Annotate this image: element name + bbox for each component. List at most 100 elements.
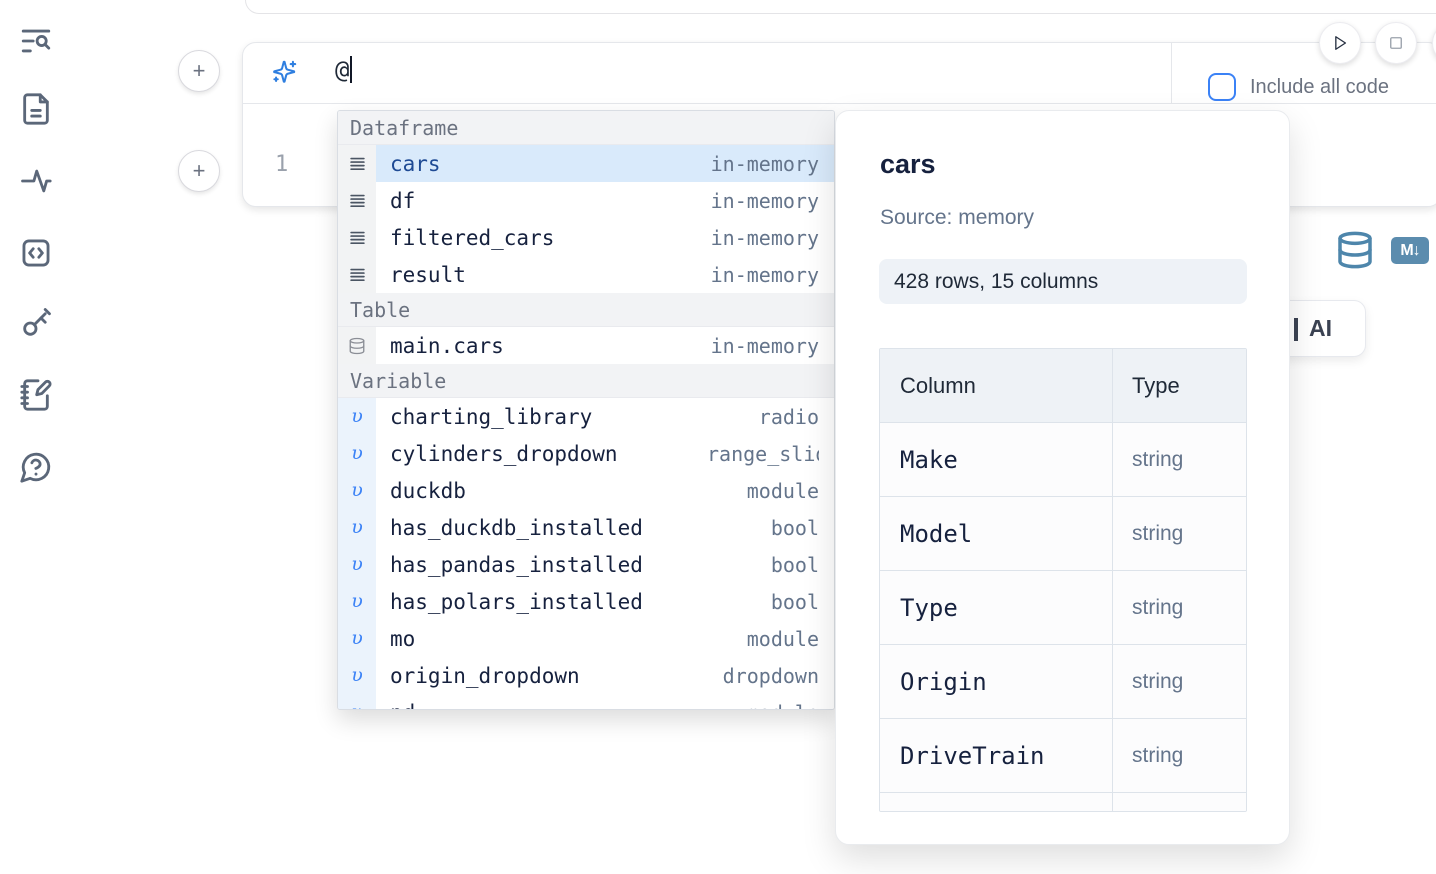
schema-row-origin: Origin string bbox=[880, 645, 1246, 719]
item-name: pd bbox=[390, 701, 415, 710]
column-type: string bbox=[1132, 595, 1184, 619]
schema-row-model: Model string bbox=[880, 497, 1246, 571]
dataframe-preview-panel: cars Source: memory 428 rows, 15 columns… bbox=[835, 110, 1290, 845]
item-type: in-memory bbox=[710, 151, 819, 176]
key-icon[interactable] bbox=[17, 304, 55, 342]
autocomplete-item-charting-library[interactable]: υ charting_library radio bbox=[338, 398, 834, 435]
dataframe-rows-icon bbox=[338, 256, 376, 293]
section-header-table: Table bbox=[338, 293, 834, 327]
run-cell-button[interactable] bbox=[1319, 22, 1361, 64]
notebook-edit-icon[interactable] bbox=[17, 376, 55, 414]
variable-icon: υ bbox=[338, 435, 376, 472]
item-type: bool bbox=[770, 515, 819, 540]
autocomplete-dropdown: Dataframe cars in-memory df in-memory filt… bbox=[337, 110, 835, 710]
autocomplete-item-duckdb[interactable]: υ duckdb module bbox=[338, 472, 834, 509]
column-name: Origin bbox=[900, 667, 987, 696]
item-type: module bbox=[746, 626, 819, 651]
dataframe-rows-icon bbox=[338, 145, 376, 182]
code-editor-row[interactable]: 1 M↓ bbox=[243, 104, 1436, 269]
help-chat-icon[interactable] bbox=[17, 448, 55, 486]
dataframe-rows-icon bbox=[338, 182, 376, 219]
section-header-dataframe: Dataframe bbox=[338, 111, 834, 145]
autocomplete-item-cars[interactable]: cars in-memory bbox=[338, 145, 834, 182]
database-connection-icon[interactable] bbox=[1335, 230, 1375, 270]
schema-row-make: Make string bbox=[880, 423, 1246, 497]
item-name: charting_library bbox=[390, 404, 593, 429]
schema-header-row: Column Type bbox=[880, 349, 1246, 423]
item-name: has_pandas_installed bbox=[390, 552, 643, 577]
autocomplete-item-pd[interactable]: υ pd module bbox=[338, 694, 834, 710]
preview-title: cars bbox=[880, 149, 936, 179]
ai-options-section: Include all code bbox=[1171, 43, 1436, 103]
item-type: in-memory bbox=[710, 188, 819, 213]
autocomplete-item-has-pandas-installed[interactable]: υ has_pandas_installed bool bbox=[338, 546, 834, 583]
ai-button-label: AI bbox=[1309, 315, 1332, 341]
ai-prompt-row: @ Include all code bbox=[243, 43, 1436, 104]
type-header: Type bbox=[1132, 372, 1180, 398]
variable-icon: υ bbox=[338, 472, 376, 509]
item-name: duckdb bbox=[390, 478, 466, 503]
line-number: 1 bbox=[275, 152, 289, 177]
item-name: result bbox=[390, 262, 466, 287]
include-all-code-label: Include all code bbox=[1250, 76, 1389, 98]
item-name: cylinders_dropdown bbox=[390, 441, 618, 466]
document-icon[interactable] bbox=[17, 90, 55, 128]
column-name: Model bbox=[900, 519, 973, 548]
dataframe-rows-icon bbox=[338, 219, 376, 256]
item-type: in-memory bbox=[710, 225, 819, 250]
include-all-code-checkbox[interactable] bbox=[1208, 73, 1236, 101]
list-search-icon[interactable] bbox=[17, 22, 55, 60]
item-type: module bbox=[746, 478, 819, 503]
autocomplete-item-mo[interactable]: υ mo module bbox=[338, 620, 834, 657]
column-name: Type bbox=[900, 593, 958, 622]
add-cell-above-button[interactable]: + bbox=[178, 50, 220, 92]
item-type: radio bbox=[758, 404, 819, 429]
item-name: main.cars bbox=[390, 333, 504, 358]
item-name: cars bbox=[390, 151, 441, 176]
variable-icon: υ bbox=[338, 657, 376, 694]
schema-row-type: Type string bbox=[880, 571, 1246, 645]
item-name: origin_dropdown bbox=[390, 663, 580, 688]
item-name: has_polars_installed bbox=[390, 589, 643, 614]
stop-button[interactable] bbox=[1375, 22, 1417, 64]
item-type: module bbox=[747, 701, 819, 710]
text-cursor bbox=[350, 56, 353, 83]
sidebar bbox=[0, 0, 70, 874]
markdown-toggle-icon[interactable]: M↓ bbox=[1391, 237, 1429, 264]
add-cell-below-button[interactable]: + bbox=[178, 150, 220, 192]
autocomplete-item-df[interactable]: df in-memory bbox=[338, 182, 834, 219]
column-name: DriveTrain bbox=[900, 741, 1045, 770]
schema-row-drivetrain: DriveTrain string bbox=[880, 719, 1246, 793]
variable-icon: υ bbox=[338, 694, 376, 709]
database-table-icon bbox=[338, 327, 376, 364]
item-name: mo bbox=[390, 626, 416, 651]
variable-icon: υ bbox=[338, 398, 376, 435]
column-header: Column bbox=[900, 372, 976, 398]
item-type: bool bbox=[770, 589, 819, 614]
ai-prompt-input[interactable]: @ bbox=[243, 43, 1171, 103]
ai-input-value: @ bbox=[335, 56, 353, 84]
variable-icon: υ bbox=[338, 546, 376, 583]
sparkles-ai-icon bbox=[271, 59, 298, 86]
preview-source: Source: memory bbox=[880, 206, 1035, 229]
activity-icon[interactable] bbox=[17, 162, 55, 200]
column-type: string bbox=[1132, 669, 1184, 693]
variable-icon: υ bbox=[338, 620, 376, 657]
item-name: df bbox=[390, 188, 416, 213]
column-type: string bbox=[1132, 521, 1184, 545]
previous-cell-bottom-edge bbox=[245, 0, 1436, 14]
item-type: in-memory bbox=[710, 262, 819, 287]
schema-row-clipped bbox=[880, 793, 1246, 811]
autocomplete-item-main-cars[interactable]: main.cars in-memory bbox=[338, 327, 834, 364]
autocomplete-item-result[interactable]: result in-memory bbox=[338, 256, 834, 293]
code-snippet-icon[interactable] bbox=[17, 234, 55, 272]
section-header-variable: Variable bbox=[338, 364, 834, 398]
item-type: in-memory bbox=[710, 333, 819, 358]
column-type: string bbox=[1132, 447, 1184, 471]
item-type: bool bbox=[770, 552, 819, 577]
